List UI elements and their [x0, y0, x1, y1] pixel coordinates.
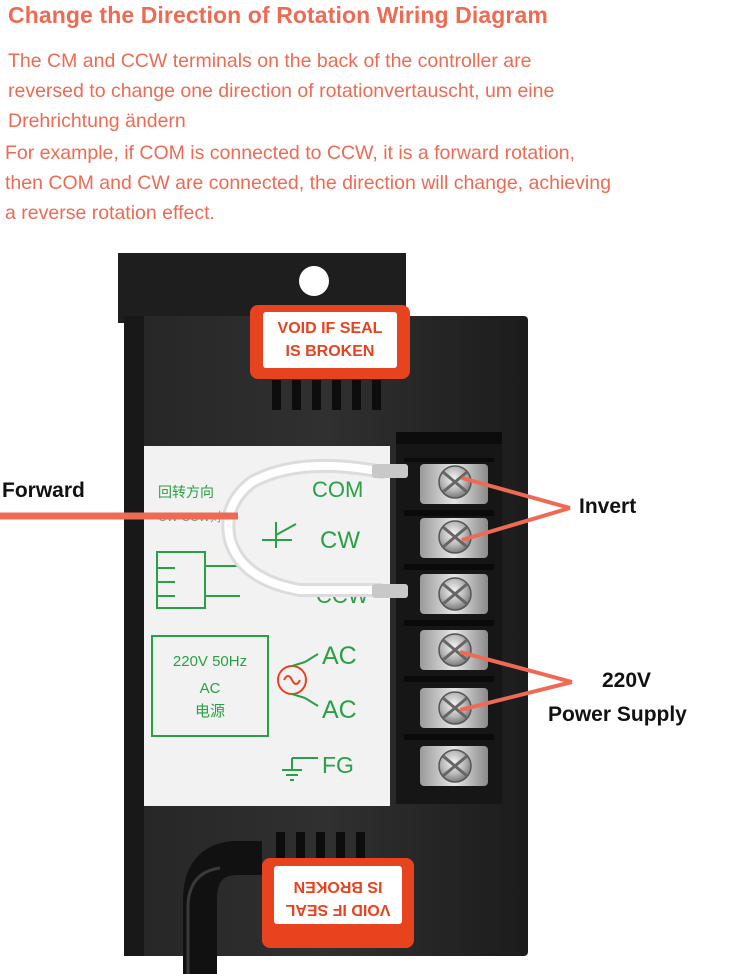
intro-line-2: reversed to change one direction of rota…: [8, 80, 555, 102]
ground-icon: [282, 757, 318, 781]
terminal-com: [404, 458, 494, 504]
wire-lug-com: [372, 464, 408, 478]
invert-pointer-com: [461, 476, 571, 510]
voltage-callout-label: 220V: [602, 669, 652, 692]
motor-symbol: [156, 551, 206, 609]
example-line-1: For example, if COM is connected to CCW,…: [5, 142, 576, 164]
intro-line-3: Drehrichtung ändern: [8, 110, 186, 132]
power-supply-callout-label: Power Supply: [548, 703, 687, 726]
intro-paragraph: The CM and CCW terminals on the back of …: [8, 46, 752, 136]
ac-source-box: [151, 635, 269, 737]
terminal-ac2: [404, 676, 494, 728]
callout-lines: [0, 476, 573, 712]
seal-line-2-flipped: IS BROKEN: [294, 878, 383, 895]
label-panel: [144, 446, 390, 806]
diagram-title: Change the Direction of Rotation Wiring …: [8, 2, 548, 28]
bottom-seal-sticker: VOID IF SEAL IS BROKEN: [262, 858, 414, 948]
intro-line-1: The CM and CCW terminals on the back of …: [8, 50, 532, 72]
panel-ac2-label: AC: [322, 696, 357, 724]
example-paragraph: For example, if COM is connected to CCW,…: [5, 138, 749, 228]
panel-fg-label: FG: [322, 752, 354, 778]
panel-rotation-direction: 回转方向: [158, 484, 214, 500]
invert-callout-label: Invert: [579, 495, 637, 518]
ac-box-ac: AC: [200, 680, 221, 697]
wire-lug-ccw: [372, 584, 408, 598]
terminal-ac1: [404, 620, 494, 670]
ac-box-source: 电源: [195, 703, 225, 720]
jumper-wire: [221, 458, 408, 598]
panel-com-label: COM: [312, 477, 363, 502]
terminal-fg: [404, 734, 494, 786]
example-line-3: a reverse rotation effect.: [5, 202, 215, 224]
example-line-2: then COM and CW are connected, the direc…: [5, 172, 611, 194]
terminal-ccw: [404, 564, 494, 614]
invert-pointer-cw: [461, 506, 571, 542]
power-pointer-ac1: [459, 650, 573, 684]
forward-callout-label: Forward: [2, 479, 85, 502]
terminal-screws: [404, 458, 494, 786]
terminal-cw: [404, 510, 494, 558]
ac-box-voltage: 220V 50Hz: [173, 653, 247, 670]
top-seal-sticker: VOID IF SEAL IS BROKEN: [250, 305, 410, 379]
power-pointer-ac2: [459, 680, 573, 712]
seal-line-1: VOID IF SEAL: [278, 320, 383, 337]
panel-ac1-label: AC: [322, 642, 357, 670]
panel-cw-label: CW: [320, 527, 360, 554]
top-vents: [272, 380, 381, 410]
seal-line-1-flipped: VOID IF SEAL: [285, 901, 390, 918]
ground-bend-symbol: [262, 522, 297, 548]
panel-markings: 回转方向 CW CCW对换 COM CW CCW 220V 50Hz AC 电源…: [151, 477, 369, 781]
mounting-hole: [299, 266, 329, 296]
bottom-vents: [276, 832, 365, 860]
seal-line-2: IS BROKEN: [286, 343, 375, 360]
